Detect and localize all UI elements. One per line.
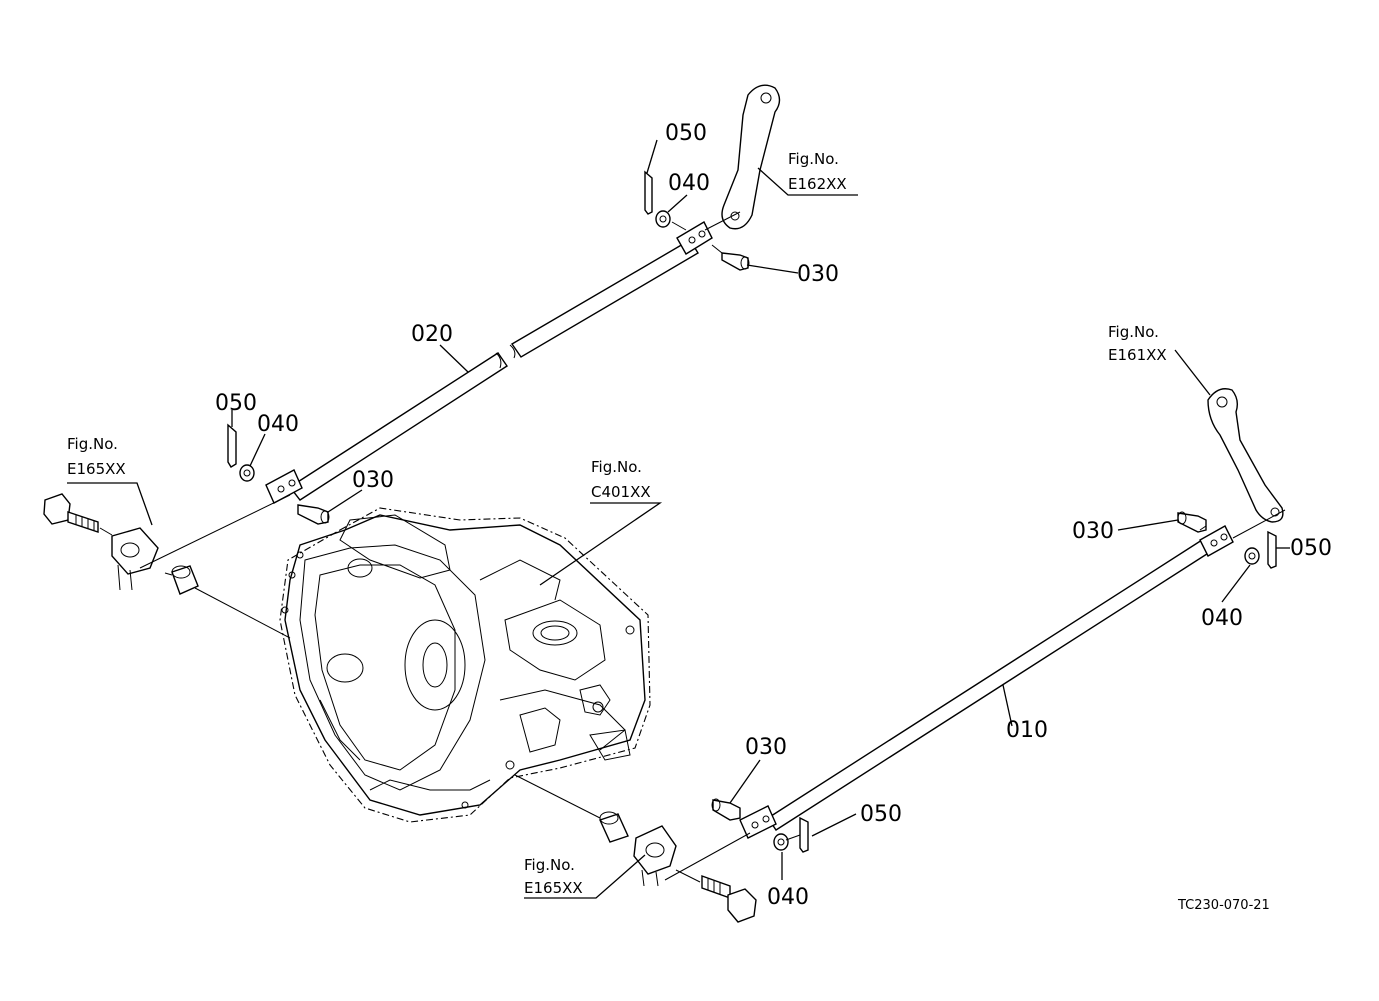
pin-030-right [1177,511,1207,533]
washer-040-bottom [773,833,789,851]
leader-lines [67,139,1290,899]
figure-ref-e165-bottom: Fig.No. E165XX [524,856,583,897]
bracket-e165-top [111,527,159,591]
figure-ref-e165-bottom-caption: Fig.No. [524,856,575,874]
rod-010 [767,539,1211,831]
figure-ref-c401: Fig.No. C401XX [591,458,651,501]
cotter-pin-050-right [1267,530,1277,569]
callout-050-top: 050 [665,121,707,146]
callout-040-left: 040 [257,412,299,437]
pin-030-left [297,504,330,525]
cotter-pin-050-top [644,170,653,215]
callout-040-bottom: 040 [767,885,809,910]
callout-030-right: 030 [1072,519,1114,544]
callout-020: 020 [411,322,453,347]
callout-030-left: 030 [352,468,394,493]
callout-030-bottom: 030 [745,735,787,760]
transmission-housing [279,507,651,823]
assembly-lines [99,211,1286,883]
figure-ref-e165-top: Fig.No. E165XX [67,435,126,478]
figure-ref-e165-top-caption: Fig.No. [67,435,118,453]
callout-040-right: 040 [1201,606,1243,631]
figure-ref-c401-caption: Fig.No. [591,458,642,476]
callout-labels: 050 040 030 020 050 040 030 030 050 040 … [215,121,1332,910]
figure-ref-e162-code: E162XX [788,175,847,193]
pin-030-bottom [711,798,741,821]
bolt-top-left [43,493,99,533]
bolt-bottom [701,875,757,923]
callout-050-left: 050 [215,391,257,416]
callout-010: 010 [1006,718,1048,743]
rod-020 [288,239,699,501]
figure-ref-e161-code: E161XX [1108,346,1167,364]
washer-040-top [655,210,671,228]
figure-ref-e165-bottom-code: E165XX [524,879,583,897]
bushing-bottom [599,811,629,843]
cotter-pin-050-left [227,423,237,468]
bushing-top-left [171,565,199,595]
rod-020-clevis-left [265,469,303,504]
bracket-e165-bottom [633,825,677,887]
pin-030-top [721,252,750,271]
lever-arm-e161 [1207,388,1284,523]
figure-ref-e161-caption: Fig.No. [1108,323,1159,341]
figure-ref-e161: Fig.No. E161XX [1108,323,1167,364]
callout-030-top: 030 [797,262,839,287]
callout-040-top: 040 [668,171,710,196]
drawing-code: TC230-070-21 [1177,898,1270,913]
rod-010-clevis-left [739,805,777,839]
figure-ref-c401-code: C401XX [591,483,651,501]
cotter-pin-050-bottom [799,816,809,853]
callout-050-right: 050 [1290,536,1332,561]
figure-ref-e162: Fig.No. E162XX [788,150,847,193]
callout-050-bottom: 050 [860,802,902,827]
washer-040-right [1244,547,1260,565]
rod-020-clevis-right [676,221,713,255]
washer-040-left [239,464,255,482]
lever-arm-e162 [721,84,781,230]
figure-ref-e165-top-code: E165XX [67,460,126,478]
rod-010-clevis-right [1199,525,1234,557]
figure-ref-e162-caption: Fig.No. [788,150,839,168]
